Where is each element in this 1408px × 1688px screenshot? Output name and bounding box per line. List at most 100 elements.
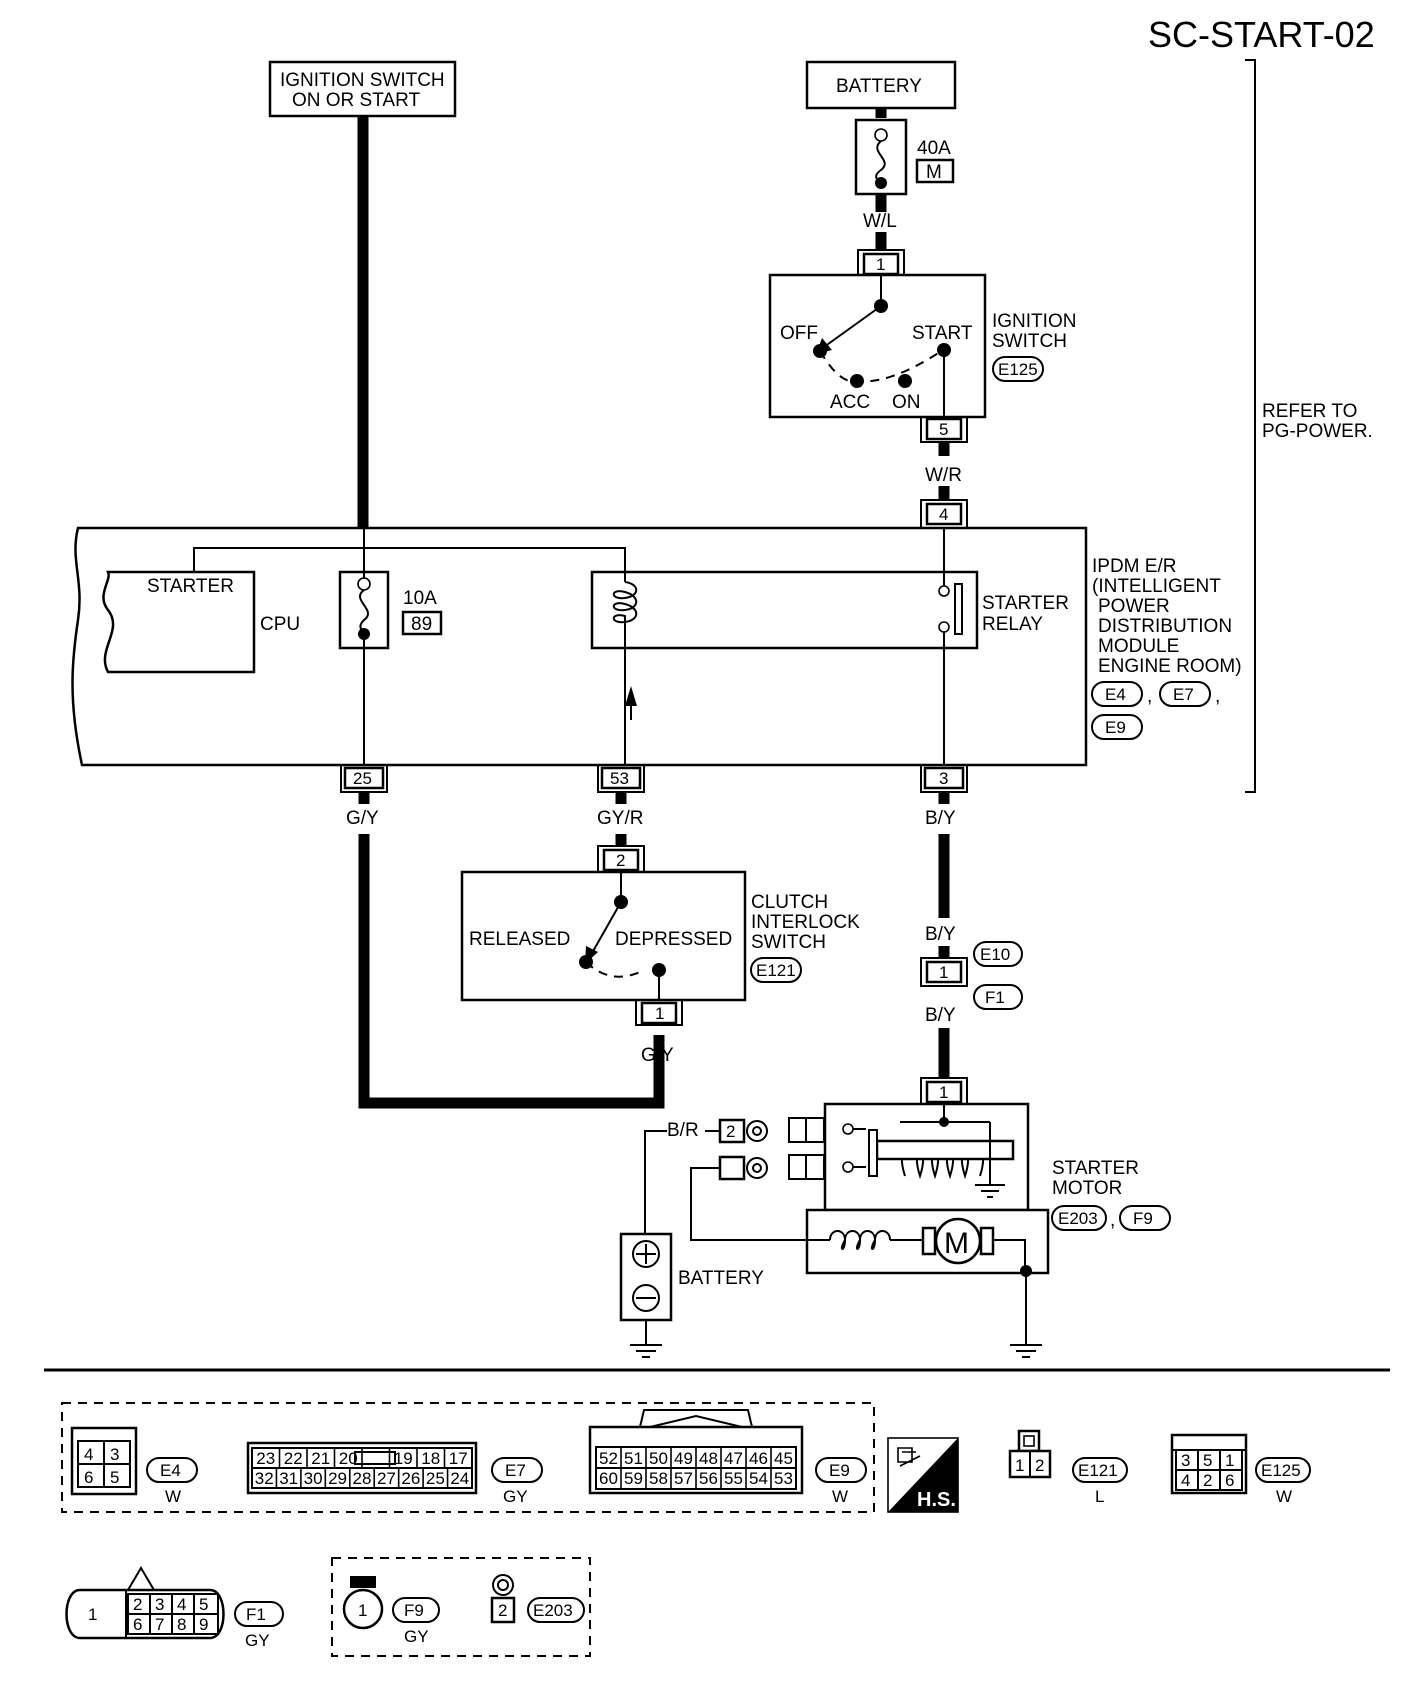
battery-top: BATTERY bbox=[805, 60, 957, 110]
connector-pin: 22 bbox=[284, 1449, 303, 1468]
svg-text:W: W bbox=[1276, 1487, 1292, 1506]
connector-pin: 46 bbox=[749, 1449, 768, 1468]
svg-text:8: 8 bbox=[177, 1615, 186, 1634]
refer-to-line2: PG-POWER. bbox=[1262, 421, 1373, 442]
starter-connector-group bbox=[331, 1557, 591, 1657]
svg-text:1: 1 bbox=[939, 1083, 948, 1102]
connector-pin: 56 bbox=[699, 1469, 718, 1488]
connector-f1: 1 2 3 4 5 6 7 8 9 F1 GY bbox=[65, 1566, 284, 1650]
svg-text:F9: F9 bbox=[404, 1601, 424, 1620]
connector-pin: 58 bbox=[649, 1469, 668, 1488]
svg-text:25: 25 bbox=[353, 769, 372, 788]
ipdm-pin-4: 4 bbox=[920, 499, 968, 527]
svg-text:,: , bbox=[1215, 686, 1220, 707]
connector-pin: 48 bbox=[699, 1449, 718, 1468]
connector-pin: 19 bbox=[394, 1449, 413, 1468]
svg-text:ENGINE ROOM): ENGINE ROOM) bbox=[1098, 656, 1242, 677]
svg-text:CLUTCH: CLUTCH bbox=[751, 892, 828, 913]
joint-connector-e10-f1: 1 E10 F1 bbox=[920, 941, 1023, 1010]
svg-text:F1: F1 bbox=[985, 988, 1005, 1007]
starter-relay-label-1: STARTER bbox=[982, 593, 1069, 614]
wire-br-to-battery bbox=[644, 1130, 667, 1234]
svg-text:GY: GY bbox=[404, 1627, 429, 1646]
svg-text:E9: E9 bbox=[829, 1461, 850, 1480]
svg-text:1: 1 bbox=[358, 1601, 367, 1620]
svg-text:E7: E7 bbox=[505, 1461, 526, 1480]
connector-pin: 50 bbox=[649, 1449, 668, 1468]
svg-text:SWITCH: SWITCH bbox=[751, 932, 826, 953]
wire-label-by: B/Y bbox=[925, 808, 956, 829]
svg-text:IGNITION SWITCH: IGNITION SWITCH bbox=[280, 70, 445, 91]
svg-text:6: 6 bbox=[84, 1468, 93, 1487]
connector-pin: 60 bbox=[599, 1469, 618, 1488]
motor-symbol: M bbox=[944, 1227, 969, 1260]
connector-pin: 27 bbox=[377, 1469, 396, 1488]
ipdm-pin-25: 25 bbox=[340, 766, 388, 793]
cpu-label: CPU bbox=[260, 614, 300, 635]
fuse-10a-label: 10A bbox=[403, 588, 437, 609]
svg-text:6: 6 bbox=[1225, 1471, 1234, 1490]
svg-text:,: , bbox=[1147, 686, 1152, 707]
svg-text:ON OR START: ON OR START bbox=[292, 90, 420, 111]
svg-text:4: 4 bbox=[84, 1445, 93, 1464]
wire-label-by2: B/Y bbox=[925, 924, 956, 945]
svg-text:W: W bbox=[832, 1487, 848, 1506]
starter-connector-f9: F9 bbox=[1133, 1209, 1153, 1228]
svg-text:MODULE: MODULE bbox=[1098, 636, 1179, 657]
svg-text:40A: 40A bbox=[917, 138, 951, 159]
svg-text:2: 2 bbox=[1035, 1456, 1044, 1475]
svg-text:W: W bbox=[165, 1487, 181, 1506]
svg-text:MOTOR: MOTOR bbox=[1052, 1178, 1122, 1199]
connector-pin: 28 bbox=[353, 1469, 372, 1488]
connector-pin: 53 bbox=[774, 1469, 793, 1488]
fuse-10a-code: 89 bbox=[411, 614, 432, 635]
ign-pin-5: 5 bbox=[920, 417, 968, 443]
svg-text:2: 2 bbox=[133, 1595, 142, 1614]
svg-text:BATTERY: BATTERY bbox=[836, 76, 922, 97]
connector-pin: 20 bbox=[339, 1449, 358, 1468]
svg-text:IPDM E/R: IPDM E/R bbox=[1092, 556, 1176, 577]
svg-text:2: 2 bbox=[726, 1122, 735, 1141]
svg-text:OFF: OFF bbox=[780, 323, 818, 344]
connector-pin: 30 bbox=[304, 1469, 323, 1488]
hs-harness-side-icon: H.S. bbox=[887, 1437, 959, 1513]
clutch-pin-1: 1 bbox=[635, 1000, 683, 1026]
clutch-pin-2: 2 bbox=[597, 845, 645, 872]
connector-pin: 25 bbox=[426, 1469, 445, 1488]
ipdm-name: IPDM E/R (INTELLIGENT POWER DISTRIBUTION… bbox=[1091, 556, 1242, 740]
connector-pin: 18 bbox=[421, 1449, 440, 1468]
battery-bottom: BATTERY bbox=[619, 1232, 764, 1358]
ignition-switch: OFF START ACC ON IGNITION SWITCH E125 bbox=[768, 273, 1076, 419]
connector-pin: 49 bbox=[674, 1449, 693, 1468]
svg-text:E4: E4 bbox=[160, 1461, 181, 1480]
starter-terminal-f9 bbox=[718, 1155, 768, 1181]
svg-text:2: 2 bbox=[498, 1601, 507, 1620]
svg-text:START: START bbox=[912, 323, 973, 344]
svg-text:5: 5 bbox=[199, 1595, 208, 1614]
ipdm-connector-e9: E9 bbox=[1105, 718, 1126, 737]
svg-text:7: 7 bbox=[155, 1615, 164, 1634]
svg-text:4: 4 bbox=[1181, 1471, 1190, 1490]
svg-text:3: 3 bbox=[110, 1445, 119, 1464]
connector-pin: 45 bbox=[774, 1449, 793, 1468]
wire-label-wr: W/R bbox=[925, 465, 962, 486]
diagram-title: SC-START-02 bbox=[1148, 14, 1375, 55]
connector-pin: 52 bbox=[599, 1449, 618, 1468]
svg-text:1: 1 bbox=[939, 963, 948, 982]
connector-pin: 47 bbox=[724, 1449, 743, 1468]
svg-text:9: 9 bbox=[199, 1615, 208, 1634]
connector-e4: 4 3 6 5 E4 W bbox=[70, 1426, 198, 1506]
svg-text:SWITCH: SWITCH bbox=[992, 331, 1067, 352]
svg-text:ACC: ACC bbox=[830, 392, 870, 413]
svg-text:1: 1 bbox=[1225, 1451, 1234, 1470]
cpu-starter-label: STARTER bbox=[147, 576, 234, 597]
starter-terminal-br: B/R 2 bbox=[667, 1118, 768, 1144]
svg-text:2: 2 bbox=[1203, 1471, 1212, 1490]
connector-e203: 2 E203 bbox=[490, 1574, 585, 1624]
connector-pin: 59 bbox=[624, 1469, 643, 1488]
starter-connector-e203: E203 bbox=[1058, 1209, 1098, 1228]
wire-label-by3: B/Y bbox=[925, 1005, 956, 1026]
